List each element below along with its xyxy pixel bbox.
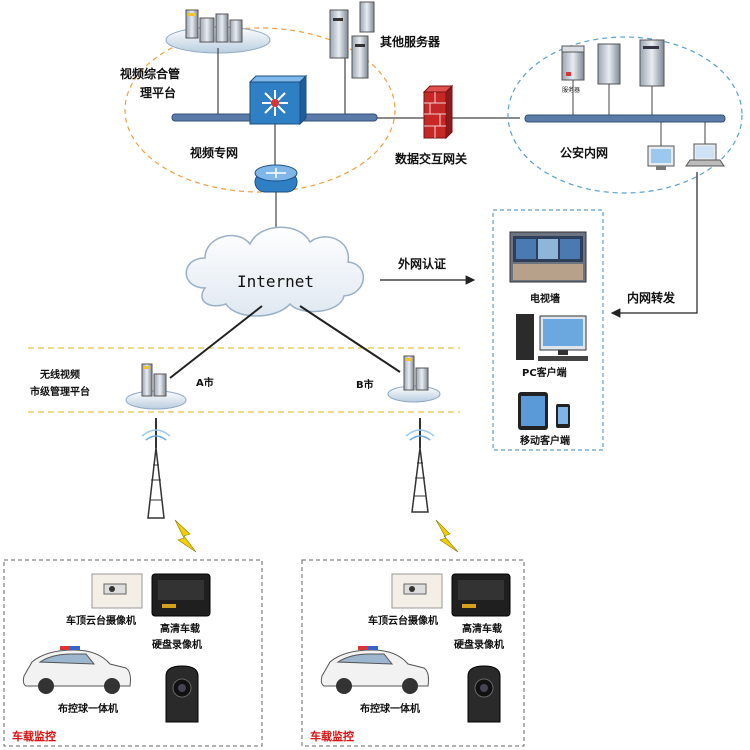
lightning-b-icon: [435, 519, 459, 553]
right-vehicle-box: [301, 559, 525, 747]
video-wall-label: 电视墙: [530, 292, 560, 305]
core-switch-icon: [248, 74, 308, 126]
intranet-backbone: [524, 114, 726, 123]
mobile-client-label: 移动客户端: [520, 434, 570, 447]
right-roof-camera-icon: [391, 573, 443, 609]
right-vehicle-title: 车载监控: [310, 729, 354, 743]
left-vehicle-box: [3, 559, 263, 747]
right-roof-camera-label: 车顶云台摄像机: [368, 614, 438, 627]
left-vehicle-title: 车载监控: [12, 729, 56, 743]
left-roof-camera-icon: [91, 573, 143, 609]
video-network-boundary: [124, 27, 396, 193]
video-platform-label-2: 理平台: [140, 85, 176, 100]
data-gateway-label: 数据交互网关: [395, 151, 467, 166]
right-recorder-label-1: 高清车载: [462, 622, 502, 635]
server-tag: 服务器: [562, 86, 580, 94]
city-a-platform-icon: [125, 363, 187, 410]
pc-client-icon: [516, 314, 588, 361]
lightning-a-icon: [174, 519, 197, 553]
right-police-car-icon: [320, 646, 429, 694]
right-recorder-label-2: 硬盘录像机: [454, 638, 504, 651]
internet-city-b-link: [299, 305, 401, 373]
right-ptz-camera-icon: [467, 665, 501, 723]
left-ptz-camera-icon: [165, 665, 199, 723]
left-recorder-label-1: 高清车载: [160, 622, 200, 635]
intranet-pc-icon: [647, 145, 675, 170]
left-ptz-camera-label: 布控球一体机: [58, 702, 118, 715]
router-icon: [254, 164, 298, 193]
police-intranet-boundary: [507, 36, 743, 194]
right-ptz-camera-label: 布控球一体机: [360, 702, 420, 715]
firewall-icon: [422, 84, 454, 140]
intranet-laptop-icon: [685, 143, 725, 167]
pc-client-label: PC客户端: [522, 366, 567, 379]
city-a-label: A市: [196, 376, 214, 389]
tower-b-icon: [405, 418, 435, 513]
extranet-auth-label: 外网认证: [398, 256, 446, 271]
intranet-forward-label: 内网转发: [627, 290, 676, 305]
internet-city-a-link: [169, 305, 263, 379]
police-intranet-label: 公安内网: [560, 145, 608, 160]
video-network-label: 视频专网: [190, 145, 238, 160]
wireless-platform-label-1: 无线视频: [39, 368, 80, 381]
video-platform-icon: [165, 9, 271, 54]
city-b-platform-icon: [387, 355, 441, 403]
tower-a-icon: [141, 418, 171, 519]
mobile-client-icon: [518, 392, 570, 430]
city-b-label: B市: [356, 378, 374, 391]
left-recorder-label-2: 硬盘录像机: [152, 638, 202, 651]
left-roof-camera-label: 车顶云台摄像机: [66, 614, 136, 627]
left-police-car-icon: [22, 646, 131, 694]
other-servers-label: 其他服务器: [380, 34, 441, 49]
wireless-platform-label-2: 市级管理平台: [30, 385, 90, 398]
left-recorder-icon: [151, 573, 211, 617]
intranet-forward-arrow: [610, 172, 698, 318]
other-servers-icon: [329, 1, 375, 79]
video-platform-label-1: 视频综合管: [120, 66, 180, 81]
right-recorder-icon: [451, 573, 511, 617]
video-wall-icon: [509, 231, 587, 283]
intranet-servers-icon: [561, 39, 665, 87]
internet-label: Internet: [237, 272, 314, 291]
